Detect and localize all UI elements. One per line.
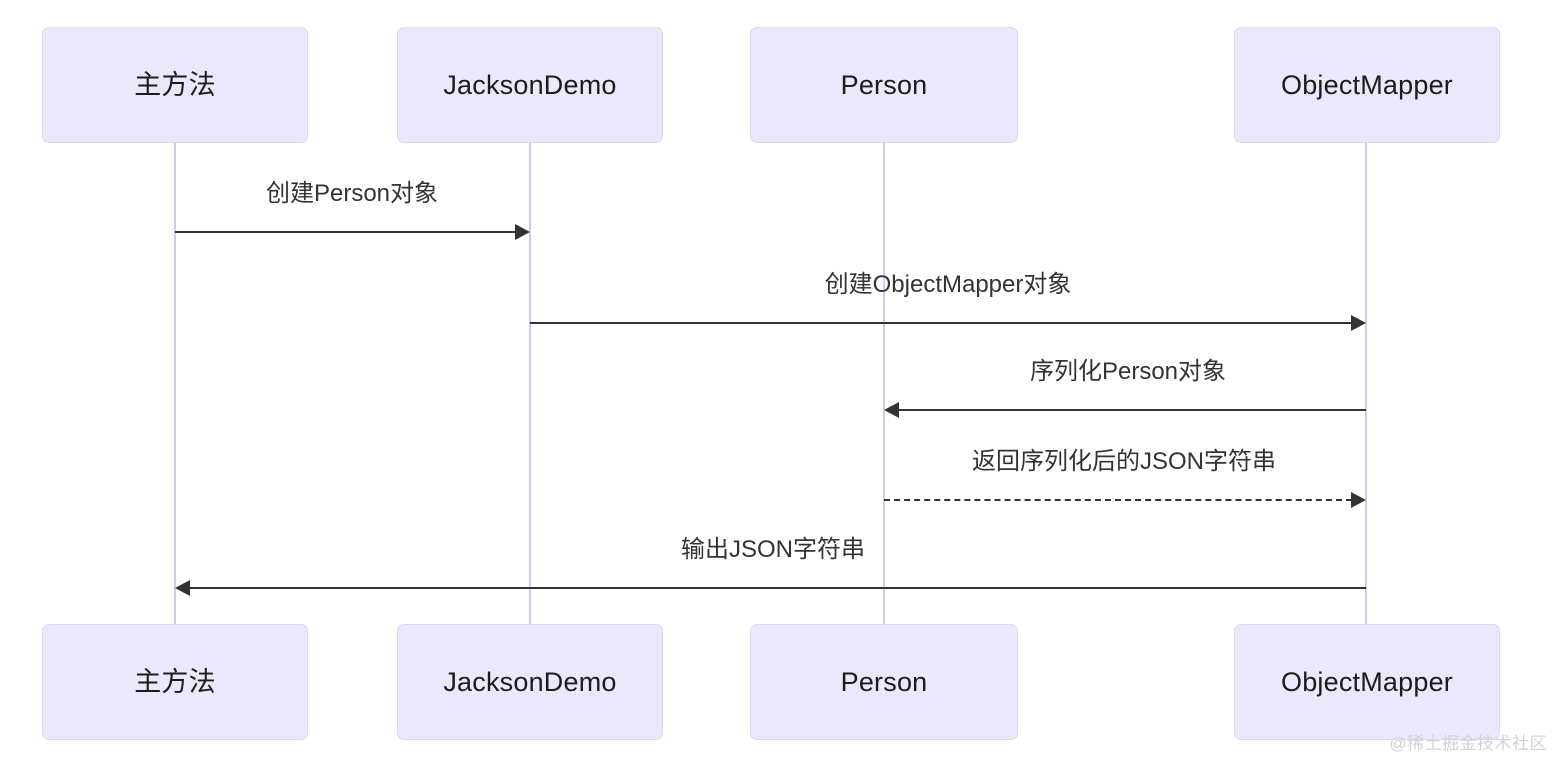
- lifeline-main: [174, 143, 176, 625]
- message-2-arrowhead: [1351, 315, 1366, 331]
- message-3-line: [898, 409, 1366, 411]
- message-1-line: [175, 231, 516, 233]
- message-2-label: 创建ObjectMapper对象: [824, 271, 1072, 298]
- participant-box-bottom-jacksondemo[interactable]: JacksonDemo: [397, 624, 663, 740]
- message-5-label: 输出JSON字符串: [680, 536, 866, 563]
- participant-box-bottom-objectmapper[interactable]: ObjectMapper: [1234, 624, 1500, 740]
- participant-box-top-main[interactable]: 主方法: [42, 27, 308, 143]
- message-3-label: 序列化Person对象: [1029, 358, 1227, 385]
- participant-label-bottom-objectmapper: ObjectMapper: [1281, 666, 1453, 697]
- message-4-line: [884, 499, 1352, 501]
- watermark: @稀土掘金技术社区: [1389, 734, 1547, 753]
- participant-box-bottom-main[interactable]: 主方法: [42, 624, 308, 740]
- message-5-arrowhead: [175, 580, 190, 596]
- message-2-line: [530, 322, 1352, 324]
- participant-label-bottom-person: Person: [840, 666, 928, 697]
- lifeline-jacksondemo: [529, 143, 531, 625]
- lifeline-objectmapper: [1365, 143, 1367, 625]
- participant-label-person: Person: [840, 69, 928, 100]
- message-1-label: 创建Person对象: [265, 180, 439, 207]
- participant-label-objectmapper: ObjectMapper: [1281, 69, 1453, 100]
- participant-box-top-jacksondemo[interactable]: JacksonDemo: [397, 27, 663, 143]
- participant-label-bottom-jacksondemo: JacksonDemo: [443, 666, 617, 697]
- message-3-arrowhead: [884, 402, 899, 418]
- participant-box-top-person[interactable]: Person: [750, 27, 1018, 143]
- participant-label-main: 主方法: [134, 69, 216, 100]
- lifeline-person: [883, 143, 885, 625]
- message-4-label: 返回序列化后的JSON字符串: [971, 448, 1277, 475]
- participant-box-top-objectmapper[interactable]: ObjectMapper: [1234, 27, 1500, 143]
- participant-label-jacksondemo: JacksonDemo: [443, 69, 617, 100]
- participant-box-bottom-person[interactable]: Person: [750, 624, 1018, 740]
- message-1-arrowhead: [515, 224, 530, 240]
- message-4-arrowhead: [1351, 492, 1366, 508]
- message-5-line: [189, 587, 1366, 589]
- participant-label-bottom-main: 主方法: [134, 666, 216, 697]
